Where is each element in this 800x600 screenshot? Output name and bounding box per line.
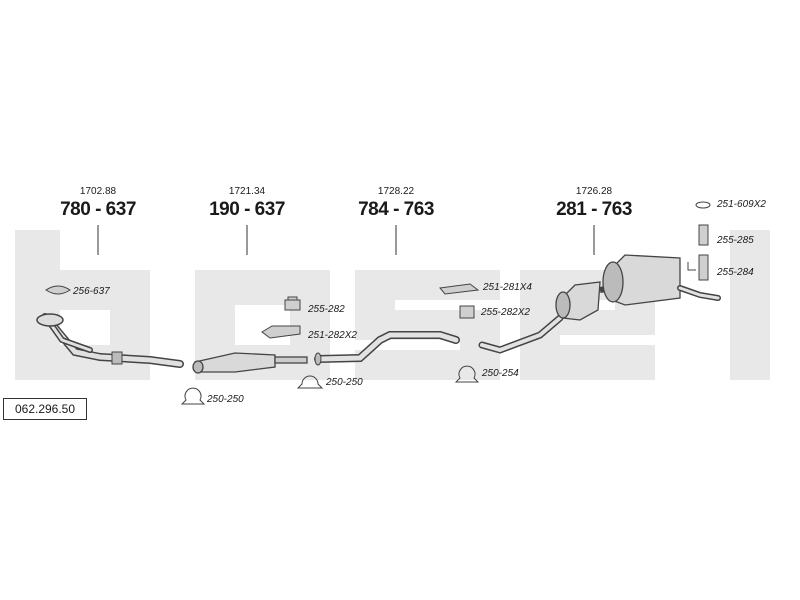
clamp-icon	[296, 375, 324, 389]
front-pipe	[36, 313, 184, 368]
accessory-code: 250-254	[482, 368, 519, 379]
part-code: 780 - 637	[60, 199, 136, 220]
accessory-code: 255-282X2	[481, 307, 530, 318]
accessory-code: 255-285	[717, 235, 754, 246]
bracket-icon	[261, 325, 301, 339]
bracket-icon	[698, 224, 709, 246]
rubber-mount-icon	[284, 296, 301, 311]
part-code: 784 - 763	[358, 199, 434, 220]
accessory-code: 250-250	[326, 377, 363, 388]
part-code: 190 - 637	[209, 199, 285, 220]
accessory-code: 251-609X2	[717, 199, 766, 210]
clamp-icon	[180, 387, 206, 405]
middle-muffler	[192, 352, 308, 374]
accessory-code: 255-284	[717, 267, 754, 278]
part-price: 1721.34	[228, 186, 266, 197]
accessory-code: 256-637	[73, 286, 110, 297]
clamp-icon	[454, 365, 480, 383]
middle-pipe	[314, 331, 460, 366]
part-price: 1702.88	[79, 186, 117, 197]
rear-muffler-assembly	[478, 254, 721, 354]
accessory-code: 250-250	[207, 394, 244, 405]
leader-lines	[97, 225, 595, 255]
accessory-icons	[45, 201, 711, 405]
strap-icon	[439, 283, 480, 295]
part-price: 1726.28	[575, 186, 613, 197]
bracket-icon	[698, 254, 709, 281]
accessory-code: 251-282X2	[308, 330, 357, 341]
gasket-icon	[45, 285, 71, 295]
part-code: 281 - 763	[556, 199, 632, 220]
accessory-code: 255-282	[308, 304, 345, 315]
part-price: 1728.22	[377, 186, 415, 197]
accessory-code: 251-281X4	[483, 282, 532, 293]
reference-number-box: 062.296.50	[3, 398, 87, 420]
rubber-mount-icon	[459, 305, 475, 319]
hanger-ring-icon	[695, 201, 711, 209]
